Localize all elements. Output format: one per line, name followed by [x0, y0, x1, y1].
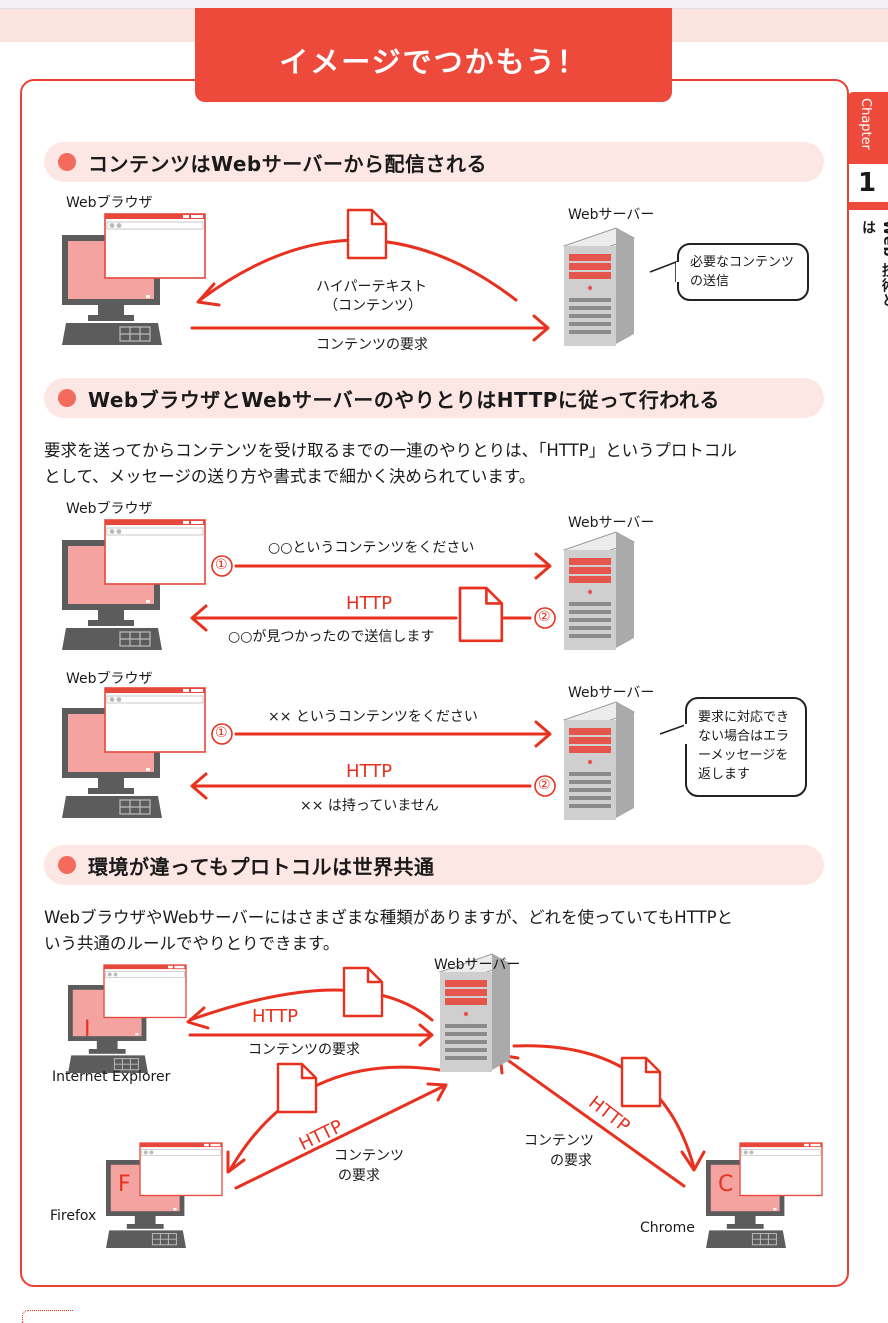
server-label: Webサーバー: [568, 515, 655, 531]
callout-line: 要求に対応でき: [698, 710, 790, 725]
paragraph-line: WebブラウザやWebサーバーにはさまざまな種類がありますが、どれを使っていても…: [44, 908, 734, 927]
ie-label: Internet Explorer: [52, 1069, 171, 1085]
callout-line: 必要なコンテンツ: [690, 255, 795, 270]
chapter-label: Chapter: [858, 98, 873, 150]
chrome-logo-letter: C: [718, 1172, 734, 1197]
step-2-marker: ②: [538, 777, 551, 793]
section-heading-3: 環境が違ってもプロトコルは世界共通: [44, 845, 824, 885]
paragraph-line: として、メッセージの送り方や書式まで細かく決められています。: [44, 467, 536, 486]
request-label: ×× というコンテンツをください: [268, 709, 478, 725]
chapter-title: Web 技術とは: [860, 220, 888, 309]
chapter-number: 1: [857, 168, 877, 198]
response-label: ○○が見つかったので送信します: [228, 629, 435, 645]
step-1-marker: ①: [215, 725, 228, 741]
section-heading-text: 環境が違ってもプロトコルは世界共通: [88, 854, 435, 879]
browser-label: Webブラウザ: [66, 501, 153, 517]
bullet-dot-icon: [58, 856, 76, 874]
response-label: ×× は持っていません: [300, 798, 439, 814]
browser-label: Webブラウザ: [66, 671, 153, 687]
callout-line: ない場合はエラ: [698, 729, 790, 744]
browser-label: Webブラウザ: [66, 195, 153, 211]
firefox-label: Firefox: [50, 1208, 97, 1224]
section-2-paragraph: 要求を送ってからコンテンツを受け取るまでの一連のやりとりは、「HTTP」というプ…: [44, 438, 834, 490]
section-heading-text: WebブラウザとWebサーバーのやりとりはHTTPに従って行われる: [88, 387, 720, 412]
section-3-paragraph: WebブラウザやWebサーバーにはさまざまな種類がありますが、どれを使っていても…: [44, 905, 834, 957]
section-heading-1: コンテンツはWebサーバーから配信される: [44, 142, 824, 182]
http-label: HTTP: [346, 593, 393, 614]
server-label: Webサーバー: [568, 685, 655, 701]
request-label: コンテンツの要求: [248, 1042, 360, 1058]
bullet-dot-icon: [58, 389, 76, 407]
firefox-logo-letter: F: [118, 1172, 131, 1197]
hypertext-label: ハイパーテキスト: [316, 279, 428, 295]
ie-logo-letter: I: [84, 1017, 91, 1042]
step-2-marker: ②: [538, 609, 551, 625]
request-label-line-1: コンテンツ: [524, 1133, 594, 1149]
chrome-label: Chrome: [640, 1220, 695, 1236]
request-label: ○○というコンテンツをください: [268, 540, 475, 556]
server-label: Webサーバー: [434, 957, 521, 973]
bullet-dot-icon: [58, 153, 76, 171]
server-label: Webサーバー: [568, 207, 655, 223]
chapter-tab: Chapter: [846, 92, 888, 164]
request-label-line-1: コンテンツ: [334, 1148, 404, 1164]
callout-line: の送信: [690, 274, 730, 289]
title-tab: イメージでつかもう！: [195, 8, 672, 102]
callout-line: 返します: [698, 767, 751, 782]
callout-line: ーメッセージを: [698, 748, 789, 763]
section-heading-text: コンテンツはWebサーバーから配信される: [88, 151, 488, 176]
corner-decoration: [22, 1310, 73, 1323]
request-label-line-2: の要求: [338, 1168, 380, 1184]
callout-text: 必要なコンテンツ の送信: [690, 253, 794, 291]
paragraph-line: いう共通のルールでやりとりできます。: [44, 934, 340, 953]
paragraph-line: 要求を送ってからコンテンツを受け取るまでの一連のやりとりは、「HTTP」というプ…: [44, 441, 737, 460]
step-1-marker: ①: [215, 557, 228, 573]
section-heading-2: WebブラウザとWebサーバーのやりとりはHTTPに従って行われる: [44, 378, 824, 418]
error-callout-text: 要求に対応でき ない場合はエラ ーメッセージを 返します: [698, 708, 789, 784]
http-label: HTTP: [346, 761, 393, 782]
http-label: HTTP: [252, 1006, 299, 1027]
chapter-divider: [846, 202, 888, 210]
request-label-line-2: の要求: [550, 1153, 592, 1169]
page-title: イメージでつかもう！: [279, 45, 588, 79]
request-label: コンテンツの要求: [316, 337, 428, 353]
content-label: （コンテンツ）: [324, 298, 422, 314]
chapter-sidebar: Chapter 1 Web 技術とは: [846, 92, 888, 322]
